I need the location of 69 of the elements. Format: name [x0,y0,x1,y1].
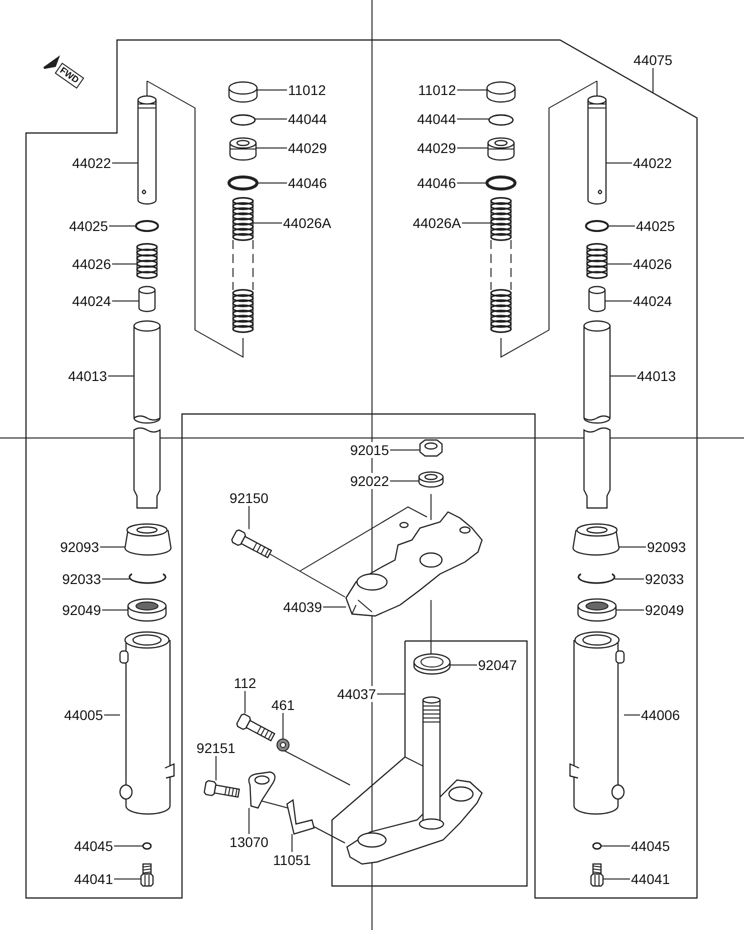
leader-line [462,222,492,224]
assembly-outline [331,640,528,887]
part-number: 92015 [349,442,390,458]
part-number: 461 [270,697,296,713]
outer-tube-drawing [569,631,625,815]
leader-line [100,546,126,548]
leader-line [252,222,282,224]
dust-seal-drawing [572,523,620,556]
bolt-drawing [140,863,154,887]
washer-drawing [276,738,290,752]
leader-line [456,182,488,184]
assembly-outline [25,39,698,899]
leader-line [112,300,140,302]
part-number: 44075 [632,52,674,68]
leader-line [322,606,346,608]
part-number: 112 [232,675,258,691]
part-number: 92151 [196,740,236,756]
adjuster-drawing [487,137,515,161]
leader-line [602,878,630,880]
clamp-drawing [248,771,276,809]
bracket-drawing [286,798,315,835]
outer-tube-drawing [119,631,175,815]
leader-line [450,664,478,666]
inner-tube-drawing [133,320,161,509]
part-number: 92022 [349,473,390,489]
bolt-drawing [590,863,604,887]
leader-line [256,182,288,184]
adjuster-drawing [229,137,257,161]
part-number: 11051 [272,852,312,868]
oil-seal-drawing [127,598,167,622]
cap-drawing [228,81,258,103]
leader-line [104,714,120,716]
bolt-drawing [236,713,276,742]
inner-tube-drawing [583,320,611,509]
part-number: 44037 [336,686,377,702]
o-ring-drawing [228,176,258,190]
washer-drawing [418,471,444,488]
leader-line [618,546,646,548]
leader-line [102,578,130,580]
collar-drawing [588,286,606,312]
dust-seal-drawing [124,523,172,556]
part-number: 13070 [228,834,270,850]
leader-line [248,506,250,530]
leader-line [248,808,250,834]
bolt-drawing [204,780,240,798]
part-number: 92150 [228,490,270,506]
cap-drawing [486,81,516,103]
nut-drawing [419,439,443,457]
leader-line [244,690,246,714]
leader-line [282,712,284,740]
leader-line [604,300,632,302]
leader-line [606,162,632,164]
seal-drawing [413,653,451,675]
leader-line [614,578,644,580]
upper-clamp-drawing [345,511,483,617]
leader-line [114,878,142,880]
leader-line [624,714,640,716]
leader-line [652,68,654,94]
collar-drawing [138,286,156,312]
oil-seal-drawing [577,598,617,622]
bolt-drawing [231,529,272,558]
part-number: 44039 [282,599,323,615]
rod-drawing [137,95,157,205]
leader-line [456,118,490,120]
leader-line [390,480,420,482]
o-ring-drawing [486,176,516,190]
rod-drawing [587,95,607,205]
leader-line [112,162,138,164]
leader-line [254,118,288,120]
